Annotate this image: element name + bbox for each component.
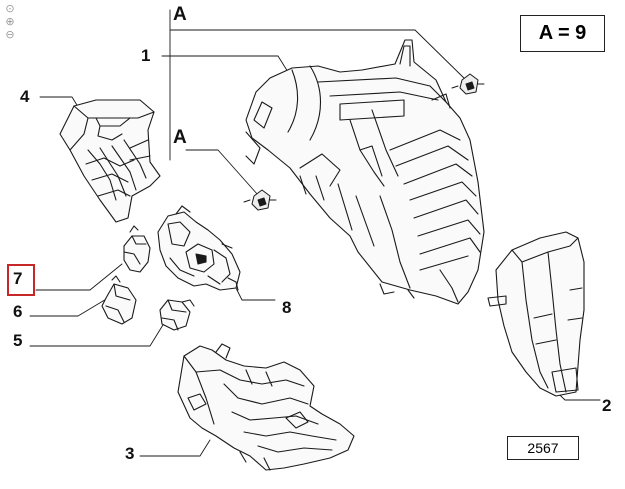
part-1-heater-housing [245,39,485,305]
part-3-lower-duct [177,343,355,471]
callout-part-7[interactable]: 7 [13,269,23,288]
callout-part-3[interactable]: 3 [125,444,135,463]
callout-part-8[interactable]: 8 [282,298,292,317]
callout-part-2[interactable]: 2 [602,396,612,415]
legend-box: A = 9 [520,15,605,52]
leader-6 [29,297,109,317]
clip-a-top [451,73,485,95]
callout-part-1[interactable]: 1 [141,46,151,65]
legend-text: A = 9 [538,22,587,44]
leader-a-mid [185,149,259,196]
drawing-reference-box: 2567 [507,436,579,460]
drawing-reference-number: 2567 [527,440,559,456]
callout-part-4[interactable]: 4 [20,87,30,106]
zoom-toolbar: ⊙ ⊕ ⊖ [3,2,19,41]
leader-5 [29,319,167,347]
callout-a-top[interactable]: A [173,4,187,25]
leader-3 [139,439,211,457]
callout-part-5[interactable]: 5 [13,331,23,350]
part-8-actuator [157,205,241,291]
part-6-bracket [101,275,137,325]
selected-part-highlight [7,264,35,296]
leader-a-top [169,9,469,161]
leader-lines [29,9,601,457]
zoom-out-icon[interactable]: ⊖ [5,28,15,41]
leader-1 [161,55,289,73]
part-2-side-duct [487,231,585,397]
callout-a-mid[interactable]: A [173,127,187,148]
leader-7 [35,263,123,291]
zoom-in-icon[interactable]: ⊕ [5,15,15,28]
part-5-clip [159,299,195,331]
zoom-reset-icon[interactable]: ⊙ [5,2,15,15]
part-7-connector [123,225,151,273]
clip-a-mid [243,189,277,211]
part-4-air-intake [59,99,161,223]
callout-part-6[interactable]: 6 [13,302,23,321]
